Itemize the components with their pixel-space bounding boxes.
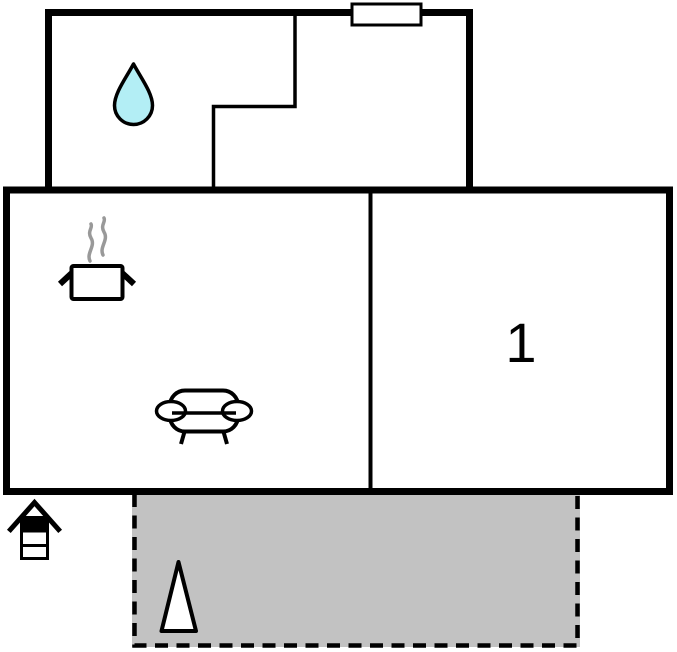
water-drop-icon xyxy=(112,62,155,127)
terrace-dashed-border xyxy=(132,494,580,648)
sofa-armrest-left xyxy=(154,399,188,423)
well-icon xyxy=(6,498,63,560)
pot-body xyxy=(69,264,125,301)
sofa-icon xyxy=(154,388,254,445)
tree-icon xyxy=(159,560,198,633)
interior-wall-upper xyxy=(211,12,297,190)
room-label: 1 xyxy=(505,311,536,374)
upper-floor-walls xyxy=(45,9,473,193)
cooking-pot-icon xyxy=(57,216,137,301)
steam-icon xyxy=(87,222,95,263)
steam-icon xyxy=(100,216,108,257)
sofa-armrest-right xyxy=(220,399,254,423)
window-marker xyxy=(350,2,423,27)
main-floor-walls xyxy=(3,186,673,495)
well-top-band xyxy=(21,517,48,533)
well-roof xyxy=(6,498,63,534)
terrace-area xyxy=(132,494,580,648)
terrace-fill xyxy=(132,494,580,647)
